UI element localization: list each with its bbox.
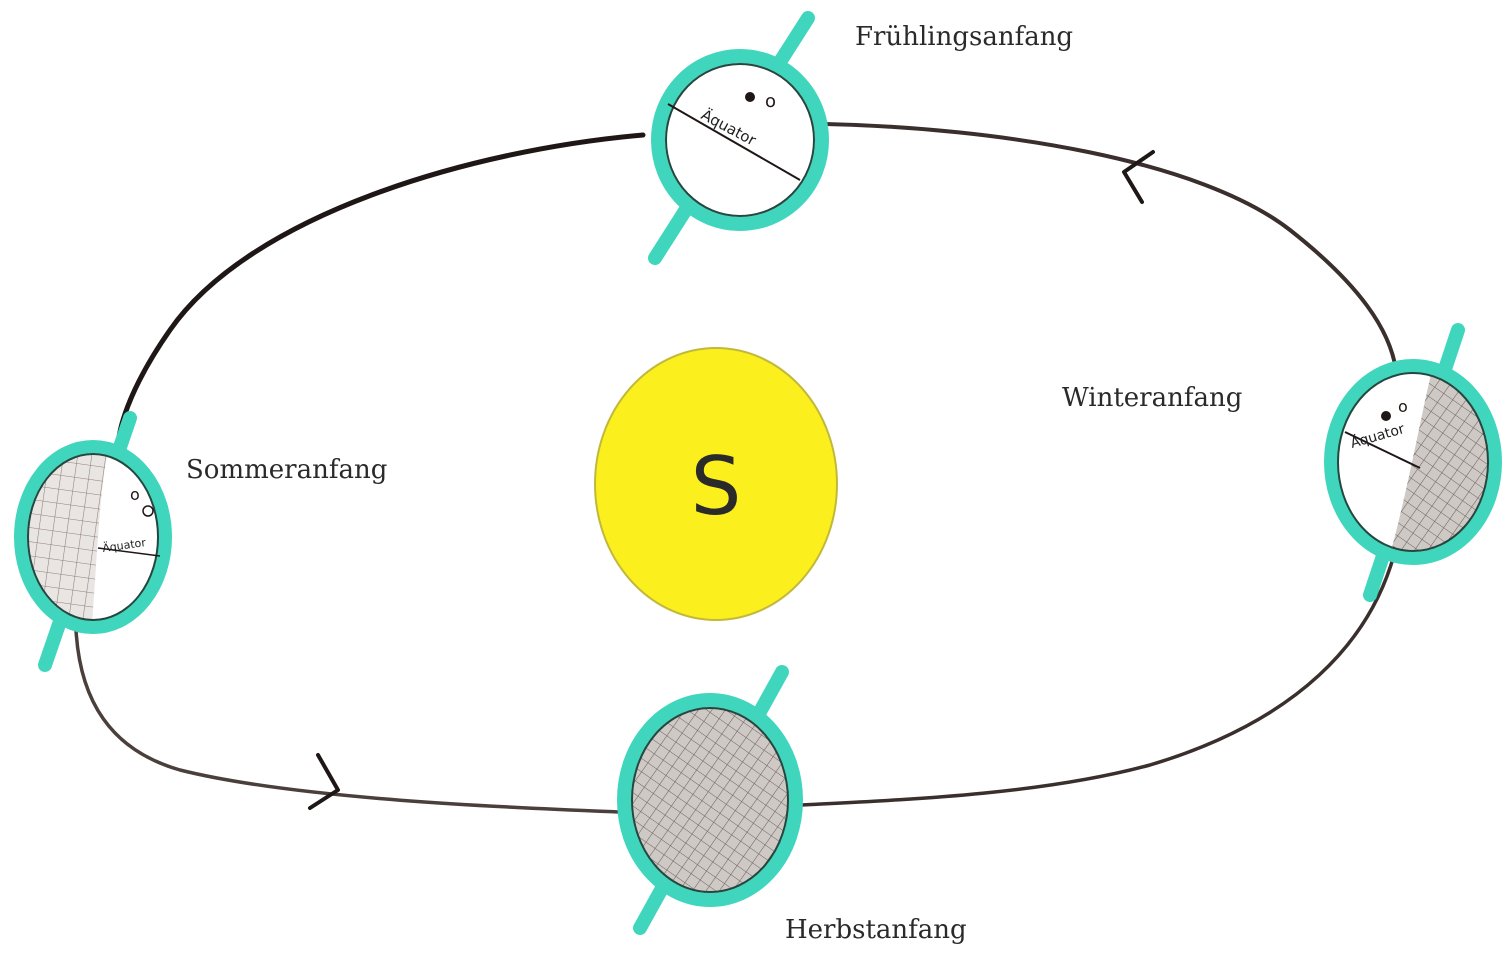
orbit-top-left-segment bbox=[118, 135, 643, 445]
earth-winter-location-dot bbox=[1381, 411, 1391, 421]
label-spring: Frühlingsanfang bbox=[855, 22, 1073, 52]
label-autumn: Herbstanfang bbox=[785, 915, 967, 945]
label-winter: Winteranfang bbox=[1062, 383, 1242, 413]
earth-spring-location-o: o bbox=[765, 91, 776, 112]
orbit-bottom-left-segment bbox=[76, 630, 620, 812]
earth-autumn bbox=[624, 672, 796, 928]
earth-summer-location-o: o bbox=[130, 485, 140, 504]
earth-spring: Äquator o bbox=[655, 18, 822, 258]
orbit-arrow-bottom bbox=[310, 755, 338, 808]
orbit-bottom-right-segment bbox=[800, 555, 1394, 805]
earth-summer: Äquator o bbox=[20, 418, 165, 665]
earth-autumn-globe bbox=[624, 700, 796, 900]
earth-winter-location-o: o bbox=[1398, 397, 1408, 416]
sun-label: S bbox=[691, 440, 742, 533]
earth-winter: Äquator o bbox=[1331, 330, 1510, 595]
sun: S bbox=[595, 348, 837, 620]
label-summer: Sommeranfang bbox=[186, 455, 387, 485]
orbit-top-right-segment bbox=[825, 124, 1396, 370]
earth-spring-location-dot bbox=[745, 92, 755, 102]
